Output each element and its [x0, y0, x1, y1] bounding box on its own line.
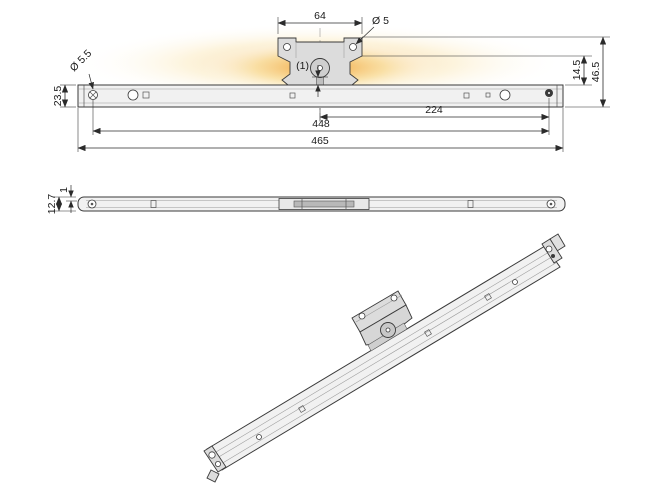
dim-label-edge-offset: 1	[58, 187, 70, 193]
dim-label-bracket-width: 64	[314, 10, 326, 22]
dim-profile-width: 12.7	[46, 194, 76, 215]
dim-bracket-hole: Ø 5	[355, 15, 389, 45]
dim-label-gap: (1)	[296, 60, 309, 72]
dim-bracket-width: 64	[277, 10, 363, 34]
mounting-bracket	[277, 37, 363, 86]
bracket-hole-left	[283, 43, 291, 51]
dim-label-hole-spacing: 448	[312, 118, 330, 130]
rail-iso-end-right	[541, 233, 566, 264]
rail-iso-body	[206, 245, 561, 471]
rail-front-profile	[77, 84, 564, 108]
dim-label-bracket-drop: 14.5	[571, 60, 583, 81]
dim-hole-spacing: 448	[92, 100, 550, 135]
iso-view	[203, 233, 566, 483]
dim-label-overall-length: 465	[311, 135, 329, 147]
dim-overall-height: 46.5	[362, 36, 610, 108]
dim-edge-offset: 1	[58, 185, 77, 213]
dim-overall-length: 465	[77, 108, 564, 152]
dim-gap: (1)	[296, 60, 328, 97]
dim-label-profile-width: 12.7	[46, 194, 58, 215]
dim-label-overall-height: 46.5	[590, 62, 602, 83]
dim-label-profile-height: 23.5	[52, 86, 64, 107]
bracket-iso	[351, 290, 413, 352]
dim-label-bracket-hole: Ø 5	[372, 15, 389, 27]
front-view: 64 Ø 5 Ø 5.5 23.5 (1) 14.5	[52, 10, 610, 152]
rail-plan-profile	[77, 196, 566, 212]
dim-bracket-drop: 14.5	[362, 55, 592, 86]
plan-view: 12.7 1	[46, 185, 566, 215]
dim-profile-height: 23.5	[52, 84, 76, 108]
dim-label-center-to-hole: 224	[425, 104, 443, 116]
bracket-hole-right	[349, 43, 357, 51]
rail-iso-end-left	[203, 445, 227, 483]
